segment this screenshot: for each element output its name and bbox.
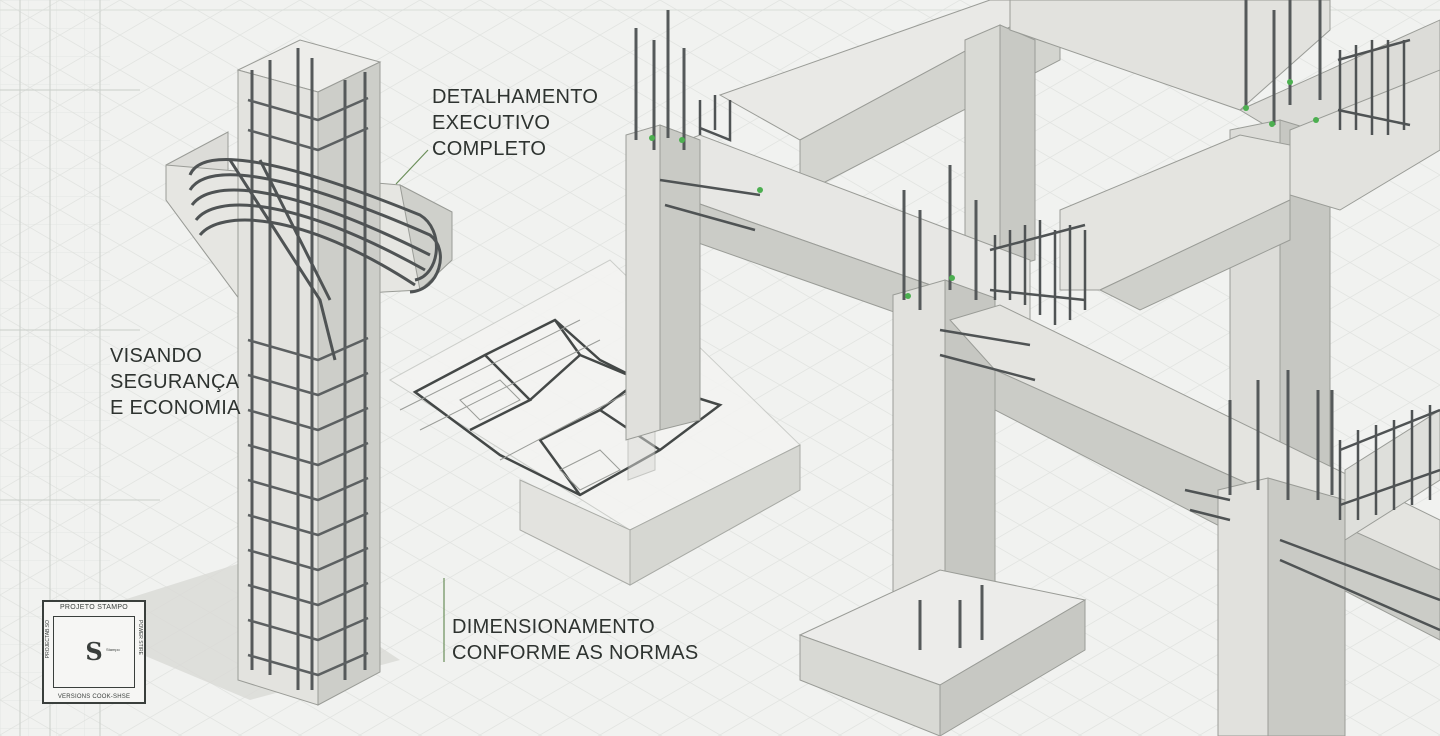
- label-line: DIMENSIONAMENTO: [452, 616, 656, 638]
- corbel-rebar: [188, 158, 442, 361]
- column-stirrups: [247, 96, 369, 677]
- concrete-frame: [625, 0, 1440, 736]
- label-detailing: DETALHAMENTO EXECUTIVO COMPLETO: [432, 84, 598, 162]
- label-line: CONFORME AS NORMAS: [452, 642, 699, 664]
- stamp-side-right-text: POWER STIRE: [137, 620, 143, 656]
- label-line: VISANDO: [110, 345, 203, 367]
- label-line: EXECUTIVO: [432, 112, 551, 134]
- stamp-logo-icon: S: [85, 637, 103, 666]
- frame-rebar-starters: [634, 0, 1334, 650]
- leader-line-detail: [395, 149, 429, 185]
- stamp-bottom-text: VERSIONS COOK-SHSE: [57, 694, 131, 700]
- column-with-corbel: [60, 39, 453, 706]
- stamp-side-left-text: PROJECTAB.SO: [45, 620, 51, 659]
- label-safety: VISANDO SEGURANÇA E ECONOMIA: [110, 343, 241, 421]
- label-line: SEGURANÇA: [110, 371, 240, 393]
- label-norms: DIMENSIONAMENTO CONFORME AS NORMAS: [452, 614, 699, 666]
- stamp-top-text: PROJETO STAMPO: [59, 604, 129, 611]
- label-line: COMPLETO: [432, 138, 547, 160]
- rebar-connection-nodes: [649, 79, 1319, 299]
- column-rebar: [250, 48, 367, 690]
- stamp-inner-frame: [53, 616, 135, 688]
- footing-with-floor-plan: [389, 259, 801, 586]
- project-stamp: PROJETO STAMPO PROJECTAB.SO POWER STIRE …: [42, 600, 146, 704]
- stamp-logo-caption: Stampo: [106, 647, 120, 652]
- label-line: E ECONOMIA: [110, 397, 241, 419]
- label-line: DETALHAMENTO: [432, 86, 599, 108]
- beam-stirrup-cages: [659, 38, 1440, 632]
